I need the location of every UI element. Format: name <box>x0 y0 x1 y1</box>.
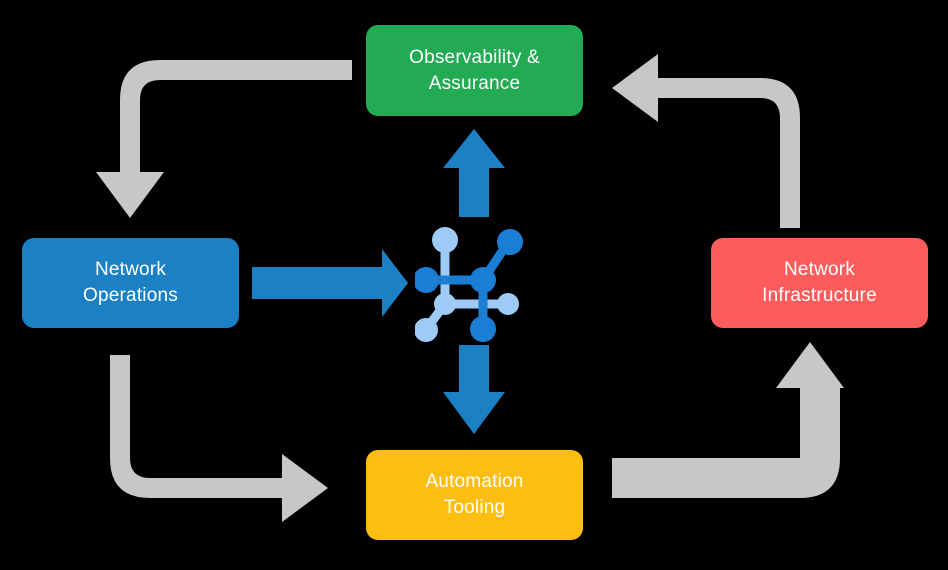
icon-node-top-right <box>497 229 523 255</box>
node-network-infrastructure[interactable]: Network Infrastructure <box>711 238 928 328</box>
icon-node-left <box>415 267 439 293</box>
node-network-operations[interactable]: Network Operations <box>22 238 239 328</box>
arrow-operations-to-automation <box>110 355 328 522</box>
node-observability-assurance[interactable]: Observability & Assurance <box>366 25 583 116</box>
icon-node-top-left <box>432 227 458 253</box>
node-observability-label: Observability & Assurance <box>409 46 540 94</box>
icon-node-center-left <box>434 293 456 315</box>
arrow-operations-to-center <box>252 249 408 317</box>
node-operations-label: Network Operations <box>83 259 178 306</box>
node-automation-tooling[interactable]: Automation Tooling <box>366 450 583 540</box>
arrow-center-to-automation <box>443 345 505 434</box>
network-topology-icon <box>415 227 523 342</box>
arrow-observability-to-operations <box>96 60 352 218</box>
icon-node-right-mid <box>497 293 519 315</box>
icon-node-bottom-right <box>470 316 496 342</box>
icon-node-bottom-left <box>415 318 438 342</box>
node-infrastructure-label: Network Infrastructure <box>762 259 877 306</box>
arrow-center-to-observability <box>443 129 505 217</box>
arrow-infrastructure-to-observability <box>612 54 800 228</box>
node-automation-label: Automation Tooling <box>425 471 524 518</box>
arrow-automation-to-infrastructure <box>612 342 844 498</box>
icon-node-center-right <box>470 267 496 293</box>
